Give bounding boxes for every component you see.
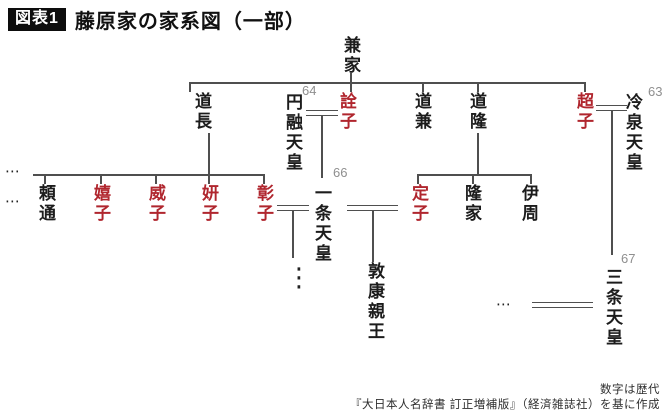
person-kaneie: 兼家 bbox=[341, 36, 360, 76]
person-michikane: 道兼 bbox=[412, 92, 431, 132]
tick-choshi bbox=[584, 82, 586, 92]
tick-takaie bbox=[472, 174, 474, 184]
tick-michinaga bbox=[189, 82, 191, 92]
person-takaie: 隆家 bbox=[462, 184, 481, 224]
person-senshi: 詮子 bbox=[337, 92, 356, 132]
person-korechika: 伊周 bbox=[519, 184, 538, 224]
tick-yorimichi bbox=[44, 174, 46, 184]
source-caption: 数字は歴代 『大日本人名辞書 訂正増補版』（経済雑誌社）を基に作成 bbox=[350, 383, 660, 413]
person-ichijo: 一条天皇 bbox=[312, 184, 331, 264]
person-kenshi: 妍子 bbox=[199, 184, 218, 224]
tick-teishi bbox=[417, 174, 419, 184]
caption-line1: 数字は歴代 bbox=[600, 383, 660, 396]
connector-to-atsuyasu bbox=[372, 211, 374, 262]
person-enyu: 円融天皇 bbox=[283, 93, 302, 173]
tick-ishi bbox=[155, 174, 157, 184]
ellipsis-more-line: ⋯ bbox=[5, 163, 20, 180]
tick-korechika bbox=[530, 174, 532, 184]
line-michitaka-children bbox=[417, 174, 530, 176]
page-title: 藤原家の家系図（一部） bbox=[74, 11, 306, 33]
figure-badge: 図表1 bbox=[8, 7, 66, 32]
ellipsis-shoshi-descendants: ⋮ bbox=[286, 262, 312, 292]
marriage-shoshi-ichijo bbox=[277, 205, 309, 211]
tick-shoshi bbox=[263, 174, 265, 184]
connector-to-ichijo bbox=[321, 116, 323, 178]
marriage-enyu-senshi bbox=[306, 110, 338, 116]
person-ishi: 威子 bbox=[146, 184, 165, 224]
line-michinaga-children bbox=[33, 174, 264, 176]
tick-michikane bbox=[422, 82, 424, 92]
marriage-ichijo-teishi bbox=[347, 205, 398, 211]
person-sanjo: 三条天皇 bbox=[603, 268, 622, 348]
marriage-choshi-reizei bbox=[596, 105, 627, 111]
caption-line2: 『大日本人名辞書 訂正増補版』（経済雑誌社）を基に作成 bbox=[350, 398, 660, 411]
connector-to-sanjo bbox=[611, 111, 613, 255]
tick-kishi bbox=[100, 174, 102, 184]
person-michitaka: 道隆 bbox=[467, 92, 486, 132]
tick-kenshi bbox=[208, 174, 210, 184]
connector-michinaga-down bbox=[208, 133, 210, 175]
person-reizei: 冷泉天皇 bbox=[623, 93, 642, 173]
person-yorimichi: 頼通 bbox=[36, 184, 55, 224]
connector-michitaka-down bbox=[477, 133, 479, 175]
person-shoshi: 彰子 bbox=[254, 184, 273, 224]
succession-number-sanjo: 67 bbox=[621, 251, 636, 266]
person-michinaga: 道長 bbox=[192, 92, 211, 132]
succession-number-enyu: 64 bbox=[302, 83, 317, 98]
person-kishi: 嬉子 bbox=[91, 184, 110, 224]
succession-number-ichijo: 66 bbox=[333, 165, 348, 180]
marriage-sanjo bbox=[532, 302, 593, 308]
ellipsis-more-children: ⋯ bbox=[5, 193, 20, 210]
tick-michitaka bbox=[477, 82, 479, 92]
figure-title-row: 図表1 藤原家の家系図（一部） bbox=[8, 5, 306, 34]
ellipsis-sanjo-spouse: ⋯ bbox=[496, 296, 511, 313]
person-choshi: 超子 bbox=[574, 92, 593, 132]
person-teishi: 定子 bbox=[409, 184, 428, 224]
succession-number-reizei: 63 bbox=[648, 84, 663, 99]
connector-shoshi-children bbox=[292, 211, 294, 258]
line-kaneie-children bbox=[189, 82, 585, 84]
person-atsuyasu: 敦康親王 bbox=[365, 262, 384, 342]
